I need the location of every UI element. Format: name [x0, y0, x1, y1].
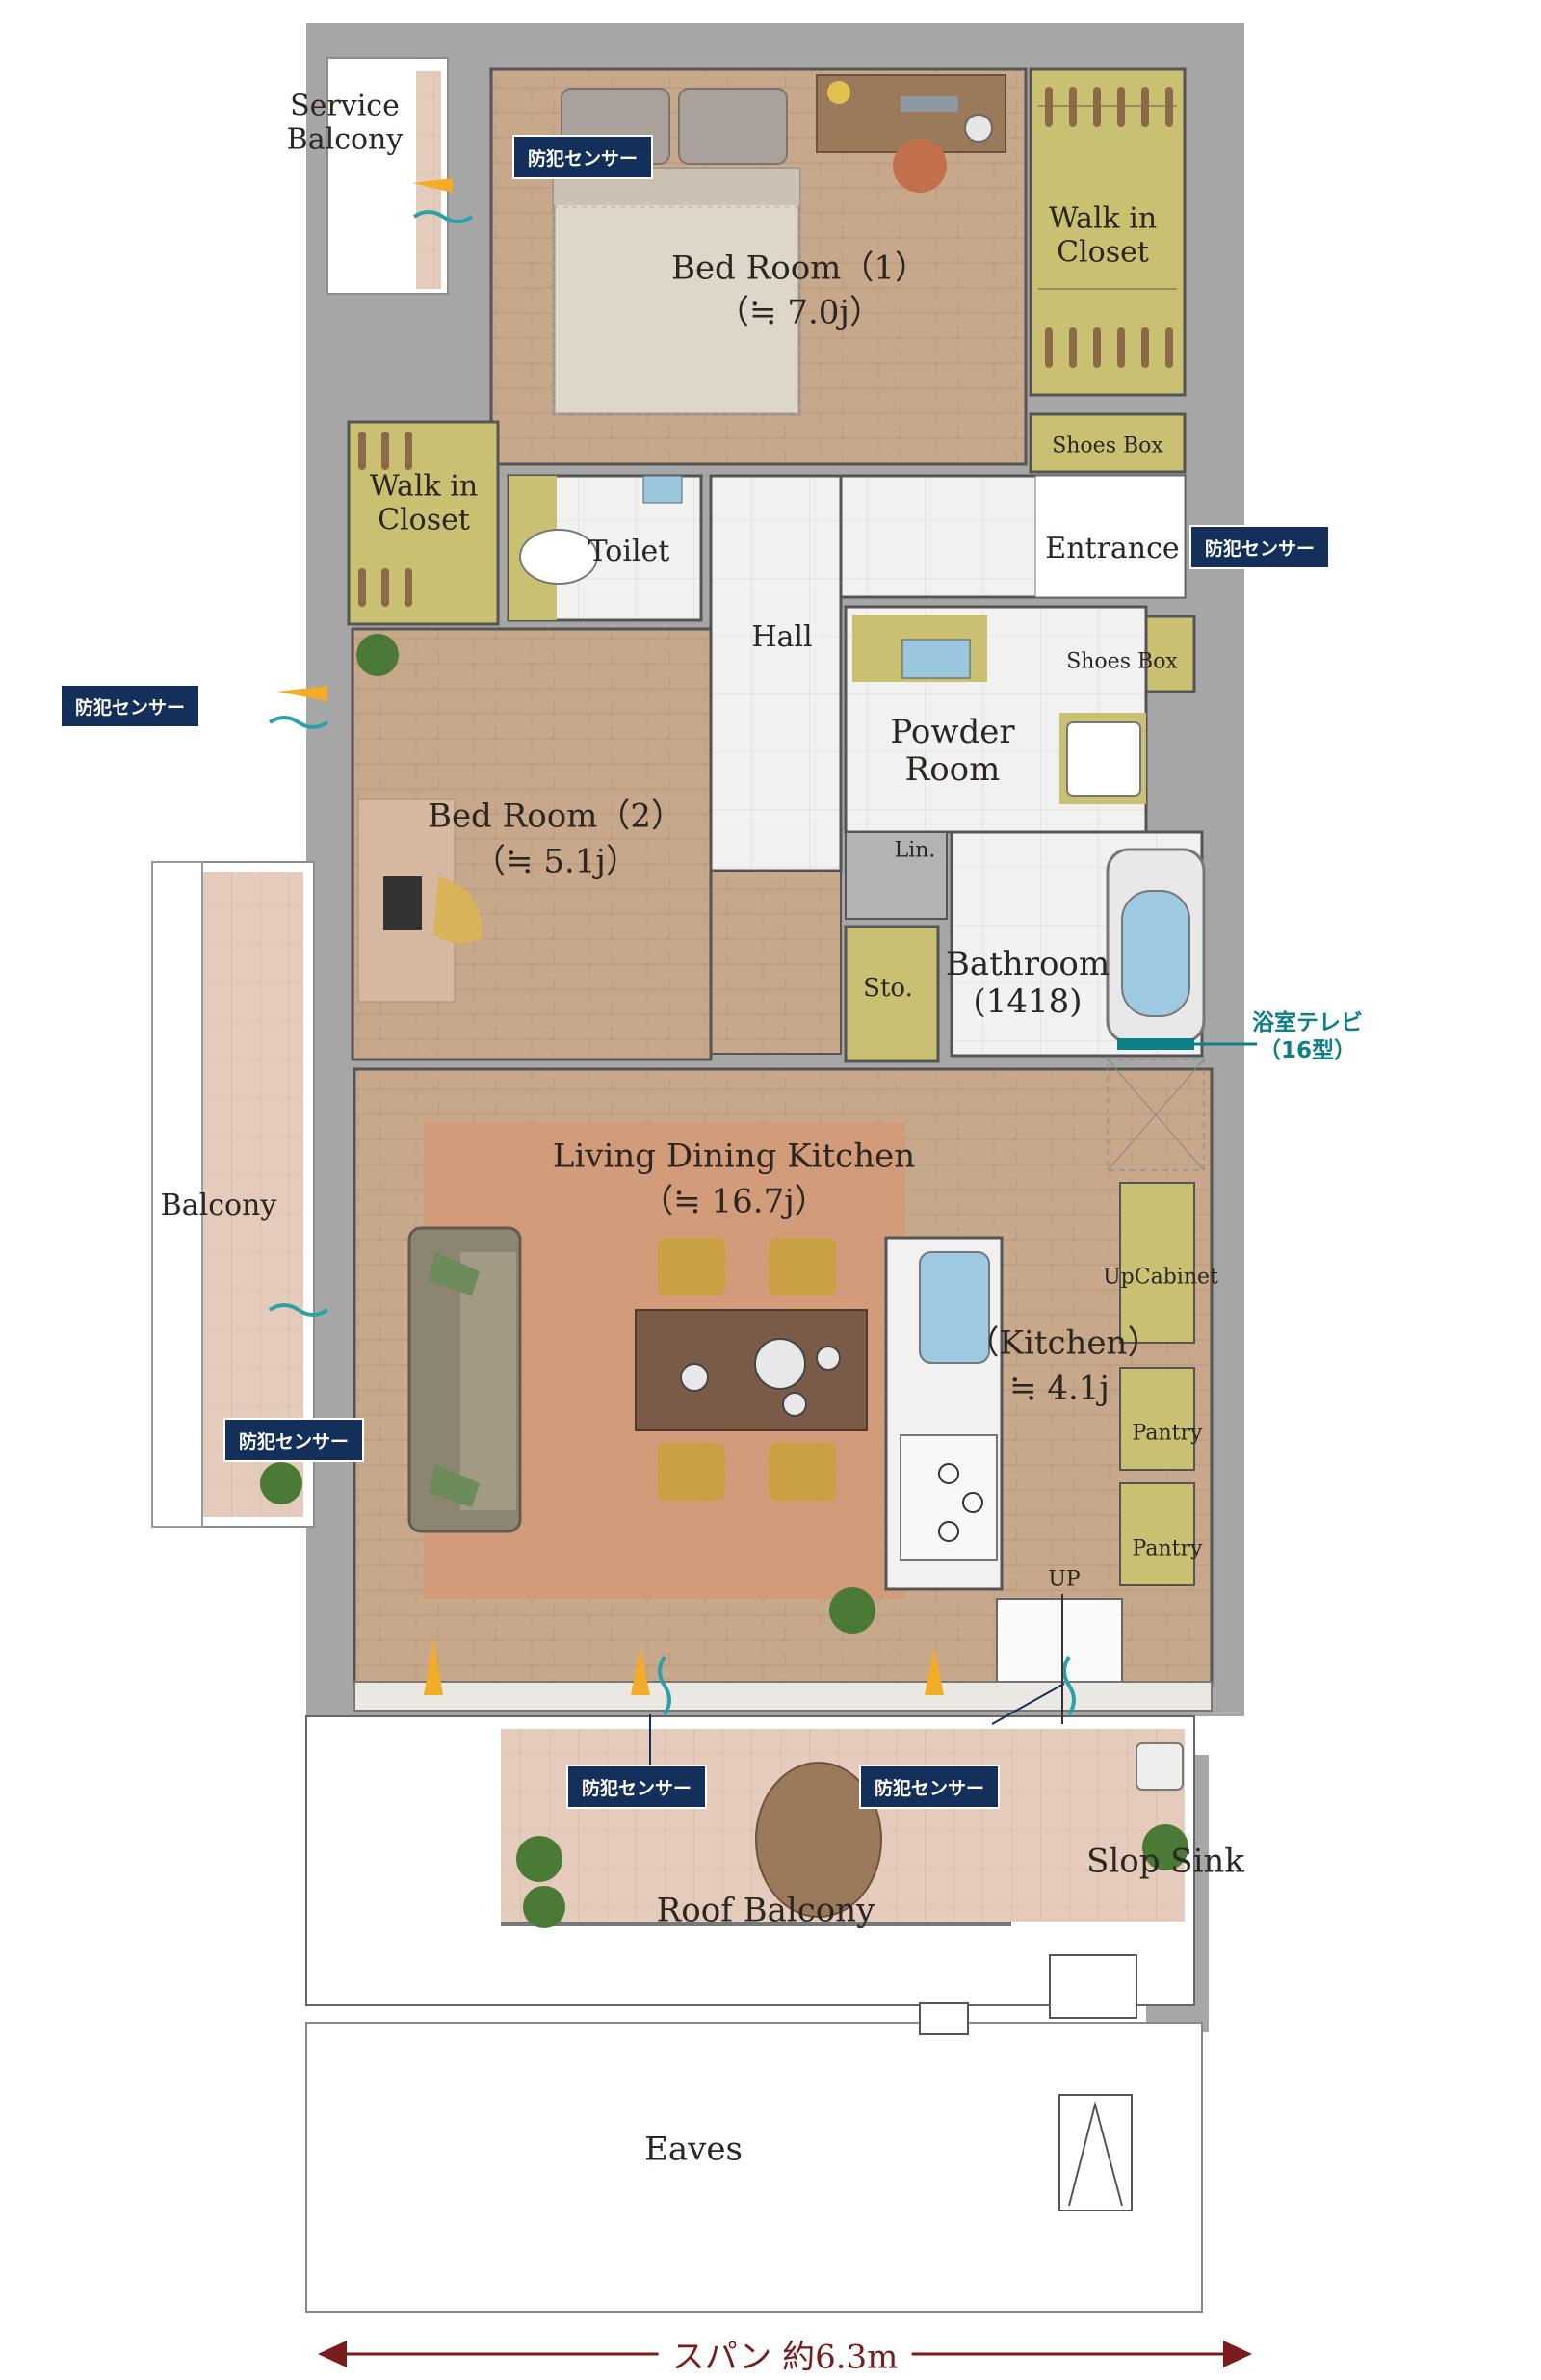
label-pantry-1: Pantry: [1132, 1421, 1203, 1446]
sensor-badge-roof-left: 防犯センサー: [566, 1765, 708, 1809]
pantry-1: [1119, 1367, 1195, 1471]
label-bed1-name: Bed Room（1）: [670, 248, 928, 288]
walk-in-closet-2: [347, 420, 500, 626]
label-roof-balcony: Roof Balcony: [656, 1891, 875, 1930]
pantry-2: [1119, 1482, 1195, 1586]
label-up-cabinet: UpCabinet: [1103, 1265, 1218, 1290]
label-shoes-box-top: Shoes Box: [1052, 433, 1163, 458]
label-ldk-size: （≒ 16.7j）: [640, 1182, 827, 1221]
span-label: スパン 約6.3m: [658, 2330, 912, 2378]
label-bed2-size: （≒ 5.1j）: [473, 842, 639, 881]
label-entrance: Entrance: [1045, 531, 1180, 565]
label-bed1-size: （≒ 7.0j）: [717, 293, 882, 332]
label-storage: Sto.: [863, 974, 913, 1004]
linen-closet: [845, 831, 948, 920]
label-kitchen-size: ≒ 4.1j: [1009, 1369, 1110, 1408]
label-bed2-name: Bed Room（2）: [427, 797, 685, 836]
label-ldk-name: Living Dining Kitchen: [552, 1137, 916, 1176]
sensor-badge-balcony: 防犯センサー: [223, 1418, 365, 1462]
label-balcony: Balcony: [160, 1188, 277, 1222]
eaves: [305, 2022, 1203, 2313]
label-pantry-2: Pantry: [1132, 1536, 1203, 1561]
shoes-box-top: [1029, 412, 1187, 474]
stair: [996, 1598, 1123, 1696]
label-service-balcony: Service Balcony: [286, 89, 404, 156]
sensor-badge-service-balcony: 防犯センサー: [512, 135, 654, 179]
label-toilet: Toilet: [588, 534, 670, 568]
label-slop-sink: Slop Sink: [1086, 1842, 1244, 1881]
label-linen: Lin.: [894, 838, 936, 863]
label-shoes-box-bottom: Shoes Box: [1066, 649, 1178, 674]
sensor-marks: [277, 178, 944, 1695]
hall-lower: [710, 870, 842, 1055]
label-powder-room: Powder Room: [890, 712, 1015, 789]
walk-in-closet-1: [1029, 67, 1187, 397]
label-bathroom: Bathroom (1418): [945, 944, 1110, 1021]
label-eaves: Eaves: [644, 2130, 743, 2169]
label-wic1: Walk in Closet: [1048, 201, 1158, 269]
sensor-badge-bed2: 防犯センサー: [60, 684, 201, 728]
storage: [844, 925, 940, 1063]
label-kitchen-name: （Kitchen）: [966, 1323, 1161, 1363]
sensor-badge-roof-right: 防犯センサー: [859, 1765, 1001, 1809]
up-cabinet: [1119, 1182, 1195, 1344]
label-hall: Hall: [751, 619, 813, 654]
label-up: UP: [1048, 1567, 1081, 1592]
bed: [552, 167, 801, 416]
bath-tv-label: 浴室テレビ （16型）: [1252, 1010, 1363, 1063]
plant-icon: [235, 634, 1188, 1928]
hall: [709, 474, 843, 873]
label-wic2: Walk in Closet: [369, 469, 479, 536]
sensor-badge-entrance: 防犯センサー: [1189, 525, 1331, 569]
dining-table: [635, 1309, 868, 1431]
span-dimension: スパン 約6.3m: [327, 2330, 1242, 2378]
bath-tv: [1117, 1038, 1194, 1050]
